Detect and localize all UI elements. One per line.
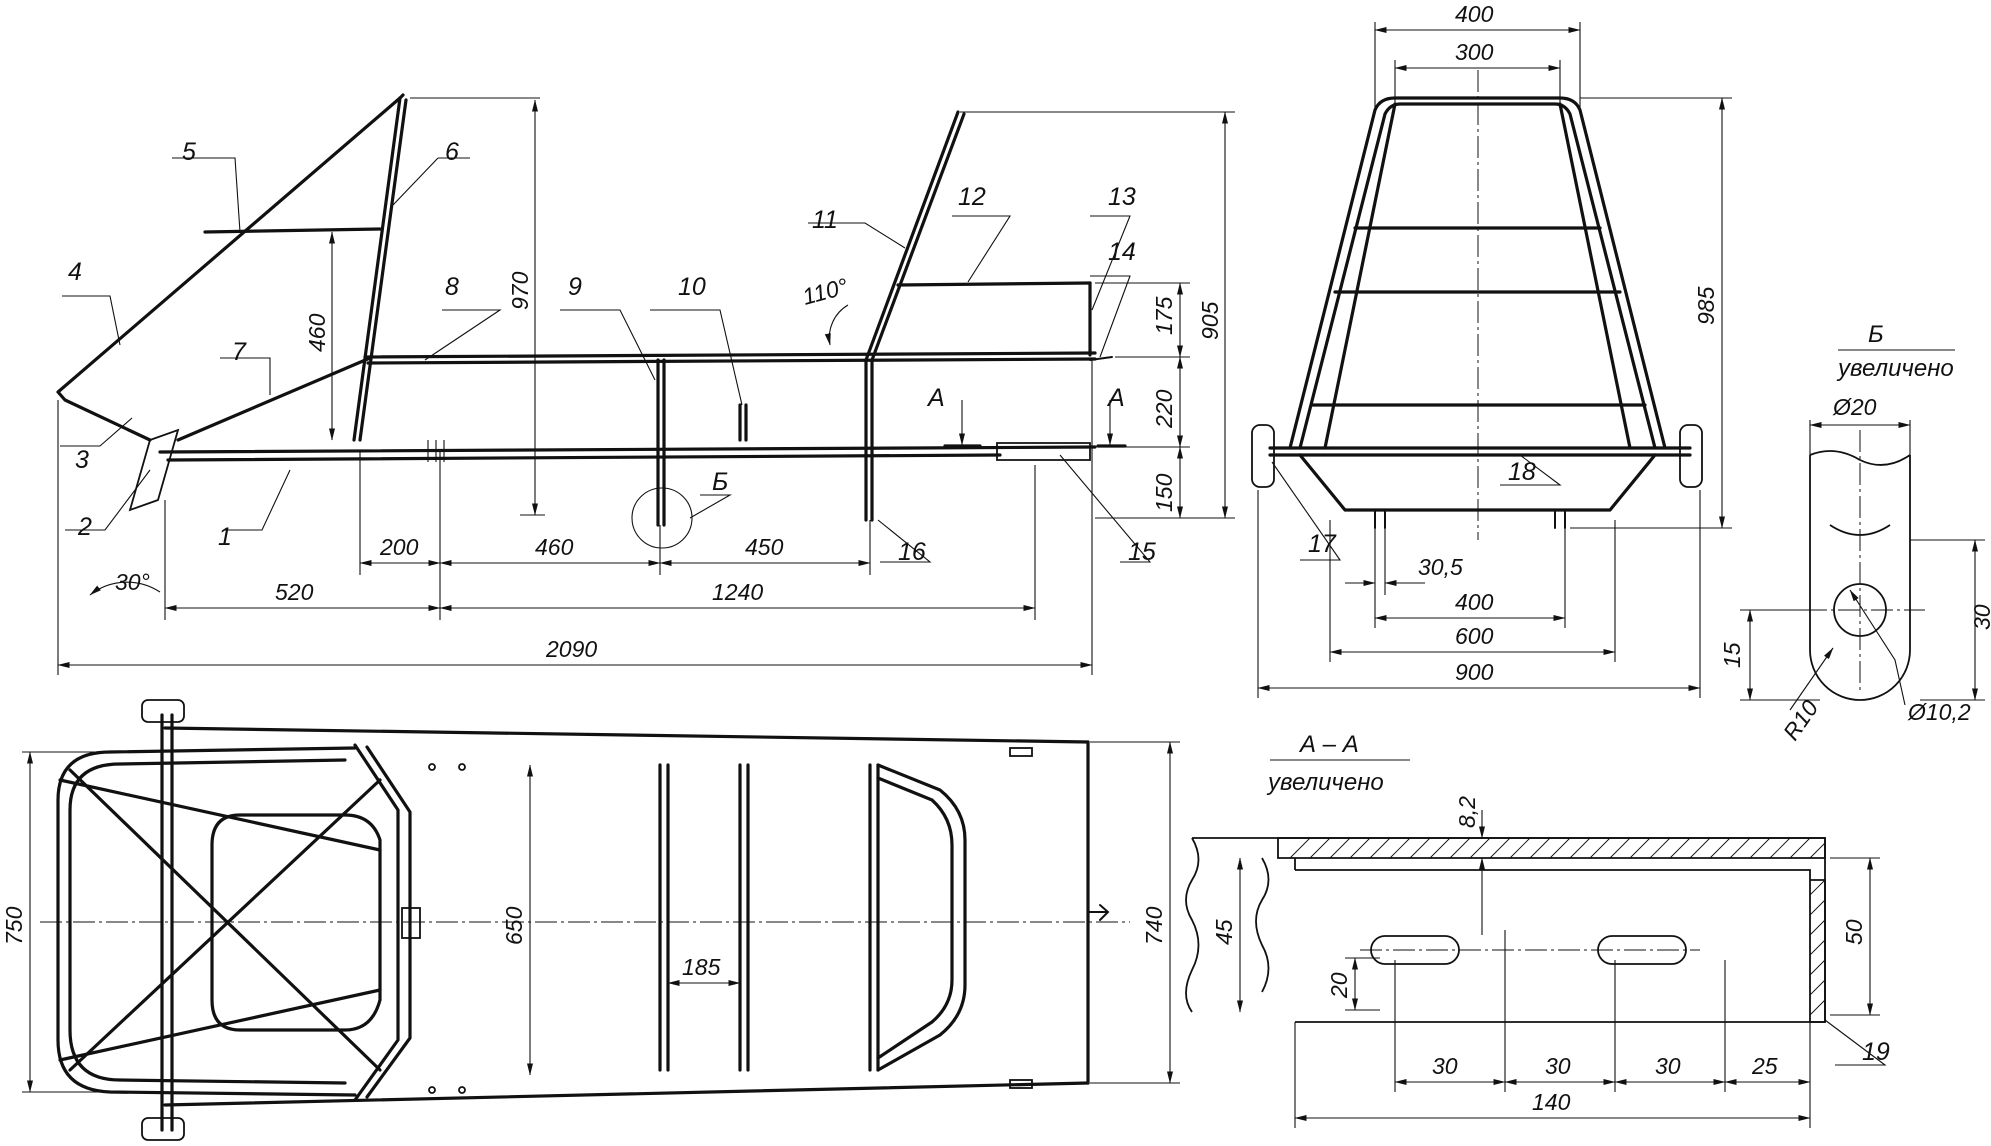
part-number-10: 10 (678, 273, 706, 301)
dim-aa-30-a: 30 (1432, 1053, 1458, 1079)
part-number-14: 14 (1108, 238, 1136, 266)
part-number-6: 6 (445, 138, 459, 166)
dim-top-650: 650 (501, 906, 527, 945)
part-number-19: 19 (1862, 1038, 1890, 1066)
part-number-8: 8 (445, 273, 459, 301)
dim-905: 905 (1197, 301, 1223, 340)
dim-1240: 1240 (712, 579, 763, 605)
part-number-17: 17 (1308, 530, 1337, 558)
dim-angle-110: 110° (800, 273, 851, 310)
dim-detail-d20: Ø20 (1832, 394, 1877, 420)
dim-top-740: 740 (1141, 906, 1167, 945)
front-view: 400 300 985 30,5 400 600 900 17 18 (1251, 1, 1732, 698)
top-view: 750 650 740 185 (1, 699, 1180, 1141)
dim-front-300: 300 (1455, 39, 1494, 65)
dim-200: 200 (379, 534, 419, 560)
dim-top-185: 185 (682, 954, 721, 980)
part-number-1: 1 (218, 523, 232, 551)
dim-detail-30: 30 (1969, 604, 1991, 630)
part-number-11: 11 (812, 206, 838, 234)
detail-b: Б увеличено Ø20 30 15 R10 Ø10,2 (1719, 321, 1991, 745)
part-number-7: 7 (232, 338, 247, 366)
dim-220: 220 (1151, 389, 1177, 429)
section-aa: А – А увеличено 45 50 8, (1185, 731, 1890, 1128)
side-view: 1 2 3 4 5 6 7 8 9 10 11 12 13 14 15 16 9… (56, 93, 1235, 675)
dim-175: 175 (1151, 296, 1177, 335)
dim-460-vertical: 460 (304, 313, 330, 352)
dim-aa-45: 45 (1211, 919, 1237, 945)
detail-b-title: Б (1868, 321, 1884, 348)
dim-angle-30: 30° (115, 569, 150, 595)
dim-2090: 2090 (545, 636, 597, 662)
part-number-4: 4 (68, 258, 82, 286)
part-number-5: 5 (182, 138, 196, 166)
dim-front-900: 900 (1455, 659, 1494, 685)
part-number-13: 13 (1108, 183, 1136, 211)
dim-aa-30-b: 30 (1545, 1053, 1571, 1079)
dim-460-horizontal: 460 (535, 534, 574, 560)
dim-detail-d10-2: Ø10,2 (1907, 699, 1971, 725)
dim-970: 970 (507, 271, 533, 310)
dim-front-985: 985 (1693, 286, 1719, 325)
dim-top-750: 750 (1, 906, 27, 945)
dim-front-400-top: 400 (1455, 1, 1494, 27)
part-number-18: 18 (1508, 458, 1536, 486)
dim-150: 150 (1151, 473, 1177, 512)
dim-detail-r10: R10 (1778, 695, 1824, 745)
section-aa-subtitle: увеличено (1266, 769, 1384, 796)
dim-detail-15: 15 (1719, 642, 1745, 668)
dim-aa-140: 140 (1532, 1089, 1571, 1115)
section-marker-a-right: А (1106, 384, 1125, 412)
part-number-16: 16 (898, 538, 926, 566)
dim-front-600: 600 (1455, 623, 1494, 649)
part-number-2: 2 (77, 513, 92, 541)
dim-aa-8-2: 8,2 (1454, 796, 1480, 828)
section-aa-title: А – А (1298, 731, 1359, 758)
dim-450: 450 (745, 534, 784, 560)
section-marker-a-left: А (926, 384, 945, 412)
dim-front-30-5: 30,5 (1418, 554, 1463, 580)
dim-aa-25: 25 (1751, 1053, 1778, 1079)
part-number-12: 12 (958, 183, 986, 211)
dim-aa-30-c: 30 (1655, 1053, 1681, 1079)
dim-aa-20: 20 (1326, 972, 1352, 999)
dim-aa-50: 50 (1841, 919, 1867, 945)
detail-b-subtitle: увеличено (1836, 355, 1954, 382)
dim-front-400-bottom: 400 (1455, 589, 1494, 615)
part-number-3: 3 (75, 446, 89, 474)
part-number-9: 9 (568, 273, 582, 301)
part-number-15: 15 (1128, 538, 1156, 566)
detail-marker-b: Б (712, 468, 728, 496)
dim-520: 520 (275, 579, 314, 605)
